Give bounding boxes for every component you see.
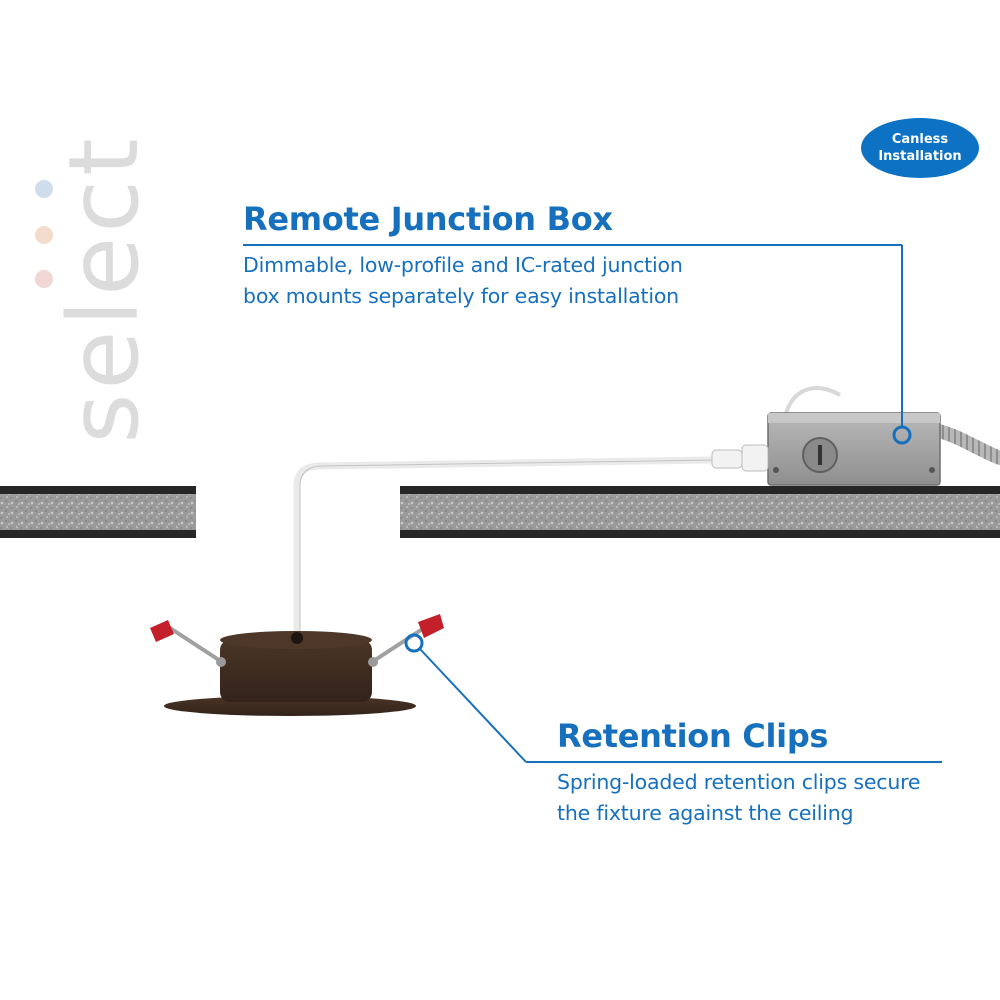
junction-box-title: Remote Junction Box [243,200,613,238]
junction-box [767,386,941,486]
junction-box-desc-line-2: box mounts separately for easy installat… [243,284,679,308]
ceiling-right [400,486,1000,538]
retention-clips-desc-line-1: Spring-loaded retention clips secure [557,770,921,794]
junction-box-desc-line-1: Dimmable, low-profile and IC-rated junct… [243,253,683,277]
retention-clips-title: Retention Clips [557,717,829,755]
brand-dot-blue [35,180,53,198]
brand-dot-pink [35,270,53,288]
leader-junction-box [243,244,912,445]
badge-line-2: Installation [878,149,962,164]
ceiling-left [0,486,196,538]
canless-installation-badge: Canless Installation [861,118,979,178]
cable-connector [711,444,769,472]
recessed-fixture [150,614,444,716]
armored-conduit [928,423,1000,465]
brand-dot-peach [35,226,53,244]
badge-line-1: Canless [891,132,949,147]
leader-retention-clips [404,633,942,763]
retention-clips-desc-line-2: the fixture against the ceiling [557,801,854,825]
